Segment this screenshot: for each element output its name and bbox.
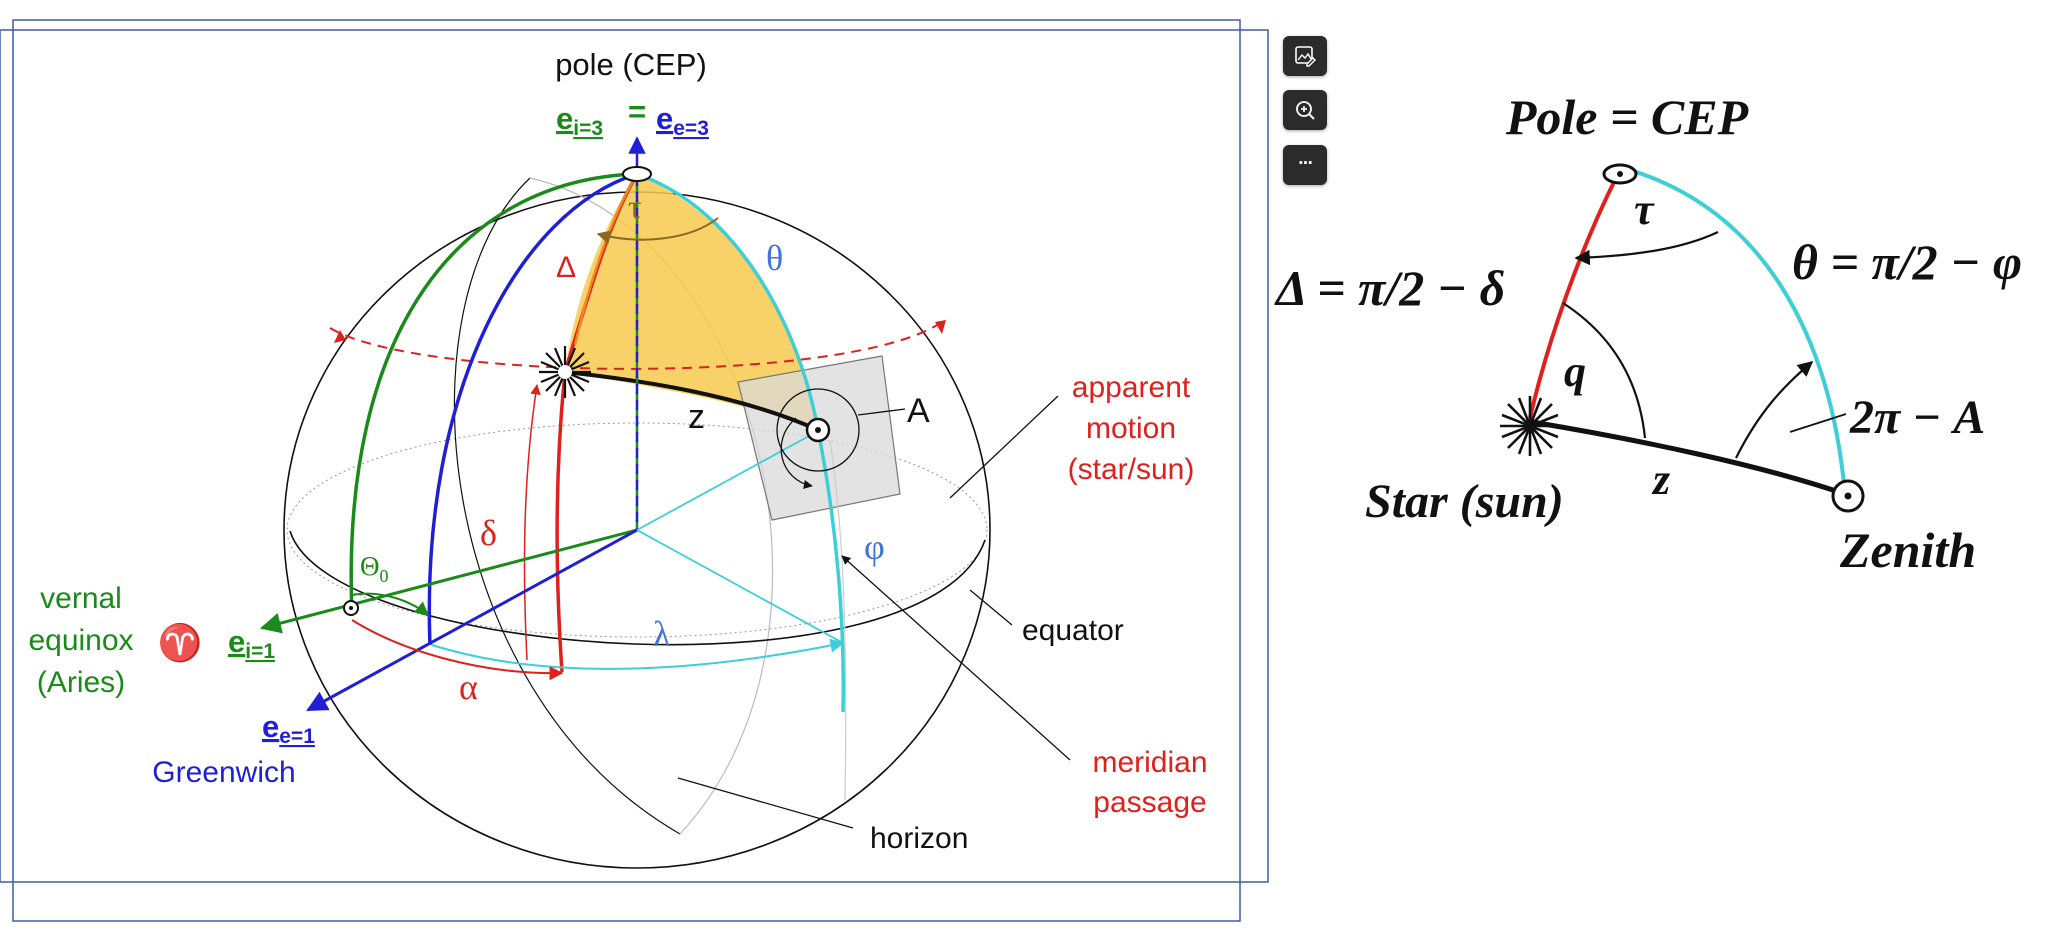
vernal-line-1: vernal bbox=[40, 582, 122, 615]
more-horizontal-icon: ··· bbox=[1297, 153, 1313, 172]
vernal-line-2: equinox bbox=[28, 624, 133, 657]
astronomical-triangle-fill bbox=[565, 174, 818, 430]
delta-label: δ bbox=[480, 513, 497, 553]
tau-angle-arc bbox=[1574, 231, 1719, 266]
vernal-line-3: (Aries) bbox=[37, 666, 125, 699]
greenwich-meridian bbox=[427, 172, 638, 646]
theta-label: θ bbox=[766, 238, 783, 278]
apparent-motion-circle bbox=[329, 321, 943, 370]
ei3-axis-label: e bbox=[556, 101, 573, 136]
pole-equals-cep: Pole = CEP bbox=[1505, 89, 1749, 145]
q-label: q bbox=[1564, 347, 1586, 396]
apparent-line-3: (star/sun) bbox=[1068, 453, 1195, 486]
meridian-foot-radius bbox=[636, 529, 844, 644]
schematic-tau-label: τ bbox=[1634, 185, 1655, 234]
tau-label: τ bbox=[628, 189, 642, 226]
meridian-line-2: passage bbox=[1093, 786, 1206, 819]
aries-symbol: ♈ bbox=[158, 622, 203, 663]
latitude-arc bbox=[816, 429, 846, 713]
ee3-axis-label: e bbox=[656, 101, 673, 136]
image-edit-icon bbox=[1295, 46, 1316, 67]
azimuth-angle-arc bbox=[1735, 361, 1814, 459]
phi-label: φ bbox=[864, 527, 885, 567]
two-pi-minus-A: 2π − A bbox=[1849, 391, 1985, 444]
lambda-label: λ bbox=[653, 614, 671, 654]
azimuth-circle bbox=[776, 388, 860, 472]
theta-equation: θ = π/2 − φ bbox=[1792, 234, 2022, 290]
A-label: A bbox=[907, 392, 930, 430]
z-label: z bbox=[688, 398, 705, 436]
lambda-arc bbox=[431, 638, 845, 670]
theta0-arc bbox=[351, 592, 430, 616]
celestial-sphere bbox=[259, 136, 1071, 869]
axis-equals: = bbox=[628, 94, 646, 129]
zenith-distance-arc bbox=[564, 370, 819, 432]
equatorial-plane-ellipse bbox=[286, 422, 988, 638]
edit-image-button[interactable] bbox=[1283, 36, 1327, 76]
svg-text:Θ0: Θ0 bbox=[360, 551, 389, 586]
zenith-radius bbox=[636, 429, 821, 531]
alpha-arc bbox=[351, 619, 564, 681]
zenith-label: Zenith bbox=[1839, 522, 1976, 578]
Delta-label: Δ bbox=[556, 251, 576, 284]
ee1-axis-label: e bbox=[262, 709, 279, 744]
schematic-star-burst bbox=[1500, 396, 1560, 456]
more-options-button[interactable]: ··· bbox=[1283, 145, 1327, 185]
Delta-equation: Δ = π/2 − δ bbox=[1274, 260, 1505, 316]
equator-arc bbox=[289, 530, 986, 646]
star-burst bbox=[539, 346, 591, 398]
greenwich-label: Greenwich bbox=[152, 756, 295, 789]
colatitude-side bbox=[1629, 168, 1847, 495]
equator-label: equator bbox=[1022, 614, 1124, 647]
svg-text:ee=3: ee=3 bbox=[656, 101, 709, 140]
vernal-meridian bbox=[349, 172, 638, 616]
ee1-axis bbox=[306, 528, 638, 712]
right-labels: Pole = CEP τ Δ = π/2 − δ θ = π/2 − φ q 2… bbox=[1274, 89, 2022, 578]
zenith-distance-side bbox=[1531, 419, 1846, 497]
declination-arc bbox=[555, 371, 567, 673]
apparent-line-1: apparent bbox=[1072, 371, 1191, 404]
meridian-line-1: meridian bbox=[1092, 746, 1207, 779]
astronomical-triangle-schematic bbox=[1500, 163, 1865, 513]
ei1-axis-label: e bbox=[228, 624, 245, 659]
image-frame bbox=[0, 19, 1269, 922]
apparent-line-2: motion bbox=[1086, 412, 1176, 445]
pole-marker bbox=[622, 166, 652, 182]
svg-text:ei=3: ei=3 bbox=[556, 101, 603, 140]
theta0-label: Θ bbox=[360, 551, 380, 581]
left-labels: pole (CEP) ei=3 = ee=3 τ θ Δ z A δ φ λ α… bbox=[28, 47, 1207, 855]
horizon-label: horizon bbox=[870, 822, 968, 855]
tau-arc bbox=[596, 217, 719, 244]
delta-arrow bbox=[523, 383, 541, 661]
q-angle-arc bbox=[1562, 302, 1647, 439]
zoom-in-icon bbox=[1296, 101, 1315, 120]
star-sun-label: Star (sun) bbox=[1365, 475, 1564, 528]
svg-text:ee=1: ee=1 bbox=[262, 709, 315, 748]
horizon-circle-back bbox=[453, 177, 681, 835]
pole-label: pole (CEP) bbox=[555, 47, 707, 82]
ei1-axis bbox=[259, 528, 638, 634]
zoom-in-button[interactable] bbox=[1283, 90, 1327, 130]
codeclination-side bbox=[1528, 177, 1618, 419]
schematic-z-label: z bbox=[1651, 455, 1670, 504]
svg-text:ei=1: ei=1 bbox=[228, 624, 275, 663]
alpha-label: α bbox=[459, 667, 478, 707]
